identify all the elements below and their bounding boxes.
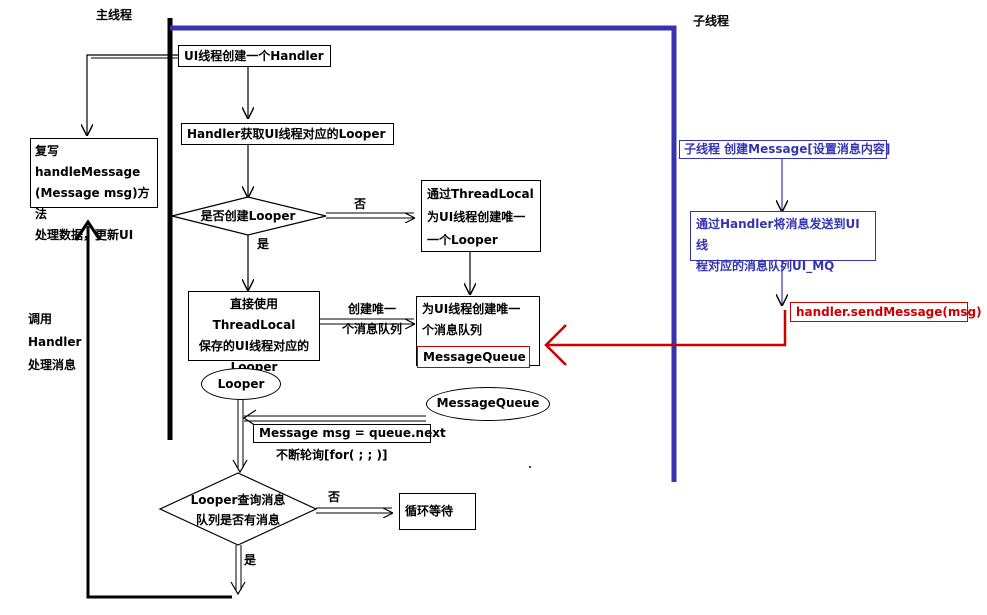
child-send-via-handler-box: 通过Handler将消息发送到UI线 程对应的消息队列UI_MQ — [690, 211, 876, 273]
create-unique-queue-label: 创建唯一 个消息队列 — [341, 302, 402, 336]
yes-label-2: 是 — [244, 553, 257, 567]
threadlocal-create-box: 通过ThreadLocal 为UI线程创建唯一 一个Looper — [421, 180, 541, 252]
no-label: 否 — [354, 197, 367, 211]
looper-node: Looper — [201, 368, 281, 400]
send-message-call-box: handler.sendMessage(msg) — [790, 302, 982, 322]
arrow-red-send — [546, 310, 787, 347]
decision-queue-label: Looper查询消息 队列是否有消息 — [190, 493, 286, 527]
call-handler-label: 调用 Handler 处理消息 — [28, 312, 82, 372]
message-queue-label-box: MessageQueue — [417, 346, 530, 368]
use-existing-looper-box: 直接使用ThreadLocal 保存的UI线程对应的 Looper — [188, 291, 320, 374]
arrow-handler-to-override — [87, 54, 178, 135]
poll-loop-label: 不断轮询[for( ; ; )] — [276, 448, 388, 462]
decision-looper-created-label: 是否创建Looper — [200, 209, 296, 223]
child-create-message-box: 子线程 创建Message[设置消息内容] — [679, 140, 890, 159]
override-handle-box: 复写handleMessage (Message msg)方法 处理数据，更新U… — [30, 138, 158, 242]
child-thread-line — [170, 25, 677, 482]
main-thread-heading: 主线程 — [96, 8, 133, 22]
create-handler-box: UI线程创建一个Handler — [178, 45, 331, 67]
message-queue-node: MessageQueue — [426, 387, 550, 421]
child-thread-heading: 子线程 — [693, 14, 730, 28]
yes-label: 是 — [257, 237, 270, 251]
queue-next-box: Message msg = queue.next — [253, 424, 446, 443]
loop-back-line — [86, 226, 232, 599]
no-label-2: 否 — [328, 490, 341, 504]
get-looper-box: Handler获取UI线程对应的Looper — [181, 123, 394, 145]
wait-loop-box: 循环等待 — [399, 493, 476, 530]
decision-queue-has-message — [158, 472, 318, 546]
